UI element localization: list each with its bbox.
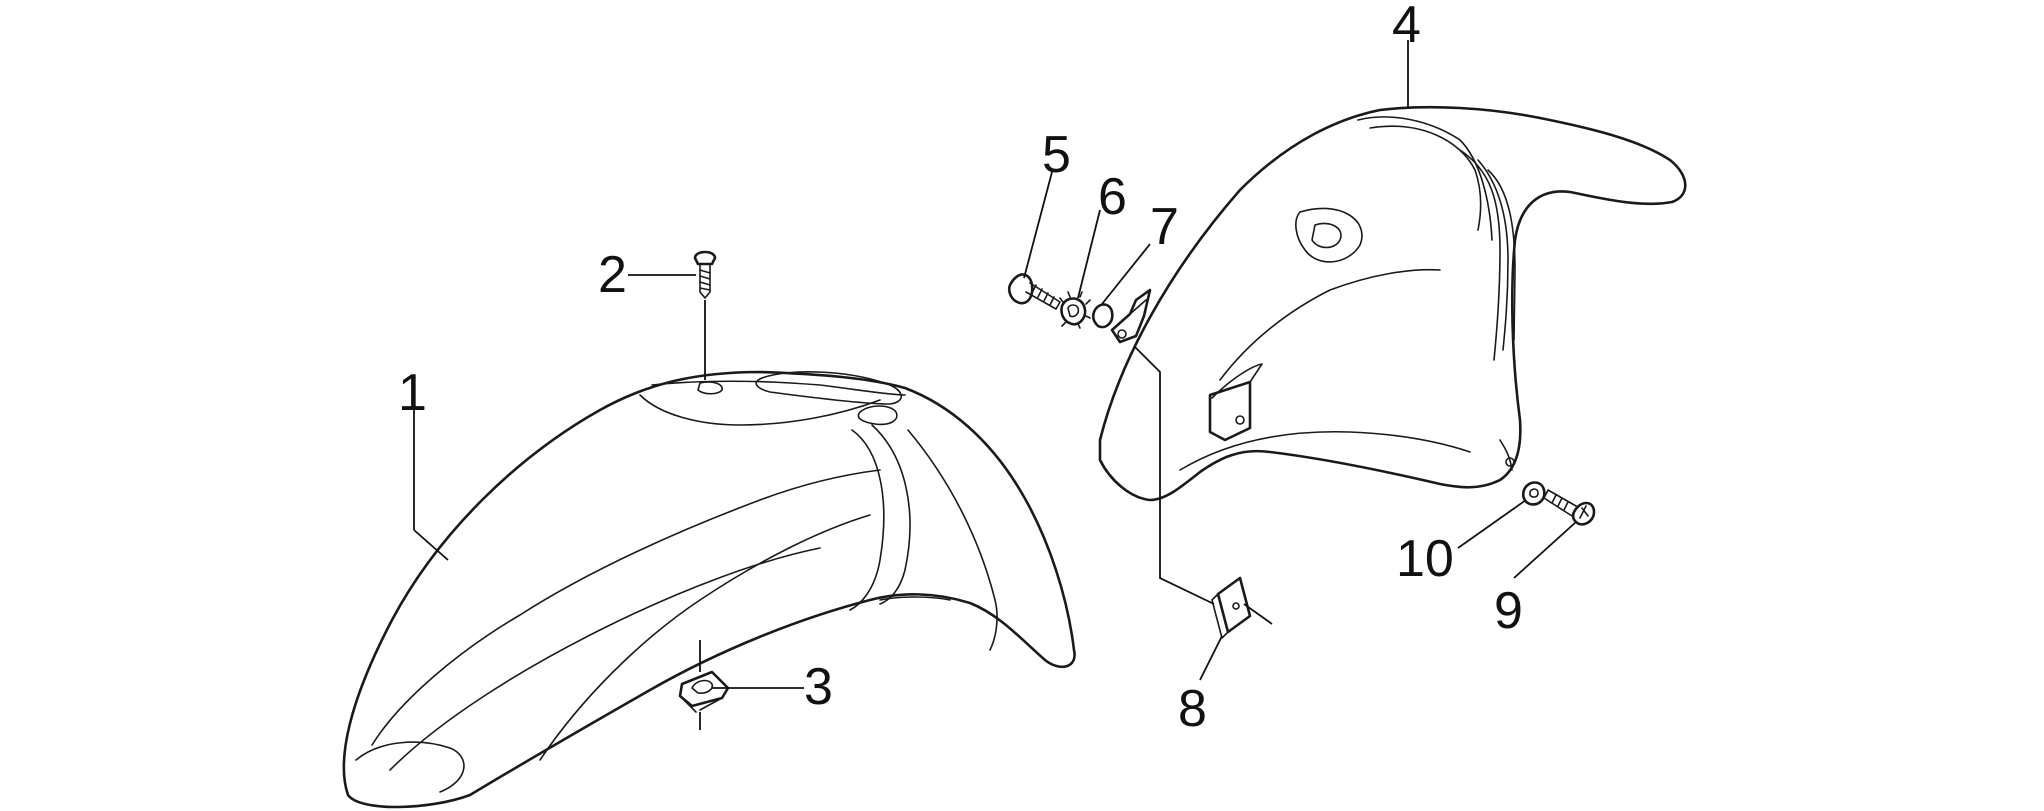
callout-7: 7 bbox=[1150, 198, 1179, 256]
callout-5: 5 bbox=[1042, 126, 1071, 184]
leader-lines bbox=[413, 40, 1577, 689]
screw-part-2 bbox=[693, 250, 717, 380]
leader-10 bbox=[1457, 499, 1527, 549]
leader-8 bbox=[1133, 345, 1215, 605]
leader-7 bbox=[1101, 243, 1151, 305]
screw-part-5 bbox=[1007, 273, 1061, 310]
callout-2: 2 bbox=[598, 246, 627, 304]
callout-6: 6 bbox=[1098, 168, 1127, 226]
callout-9: 9 bbox=[1494, 582, 1523, 640]
rear-mudguard bbox=[1098, 105, 1687, 502]
front-mudguard bbox=[342, 370, 1076, 809]
clip-nut-part-3 bbox=[678, 640, 730, 730]
screw-part-9 bbox=[1543, 489, 1596, 526]
leader-8b bbox=[1199, 635, 1223, 681]
leader-6 bbox=[1077, 209, 1101, 299]
clip-part-8 bbox=[1211, 576, 1273, 639]
lock-washer-part-6 bbox=[1059, 291, 1091, 329]
leader-1b bbox=[413, 529, 449, 561]
leader-9 bbox=[1513, 521, 1577, 579]
callout-labels: 1 2 3 4 5 6 7 8 9 10 bbox=[398, 0, 1523, 738]
callout-1: 1 bbox=[398, 364, 427, 422]
washer-part-10 bbox=[1521, 481, 1546, 506]
leader-5 bbox=[1023, 171, 1053, 279]
callout-3: 3 bbox=[804, 658, 833, 716]
bracket-part-7 bbox=[1091, 288, 1152, 344]
callout-8: 8 bbox=[1178, 680, 1207, 738]
callout-4: 4 bbox=[1392, 0, 1421, 54]
callout-10: 10 bbox=[1396, 530, 1454, 588]
